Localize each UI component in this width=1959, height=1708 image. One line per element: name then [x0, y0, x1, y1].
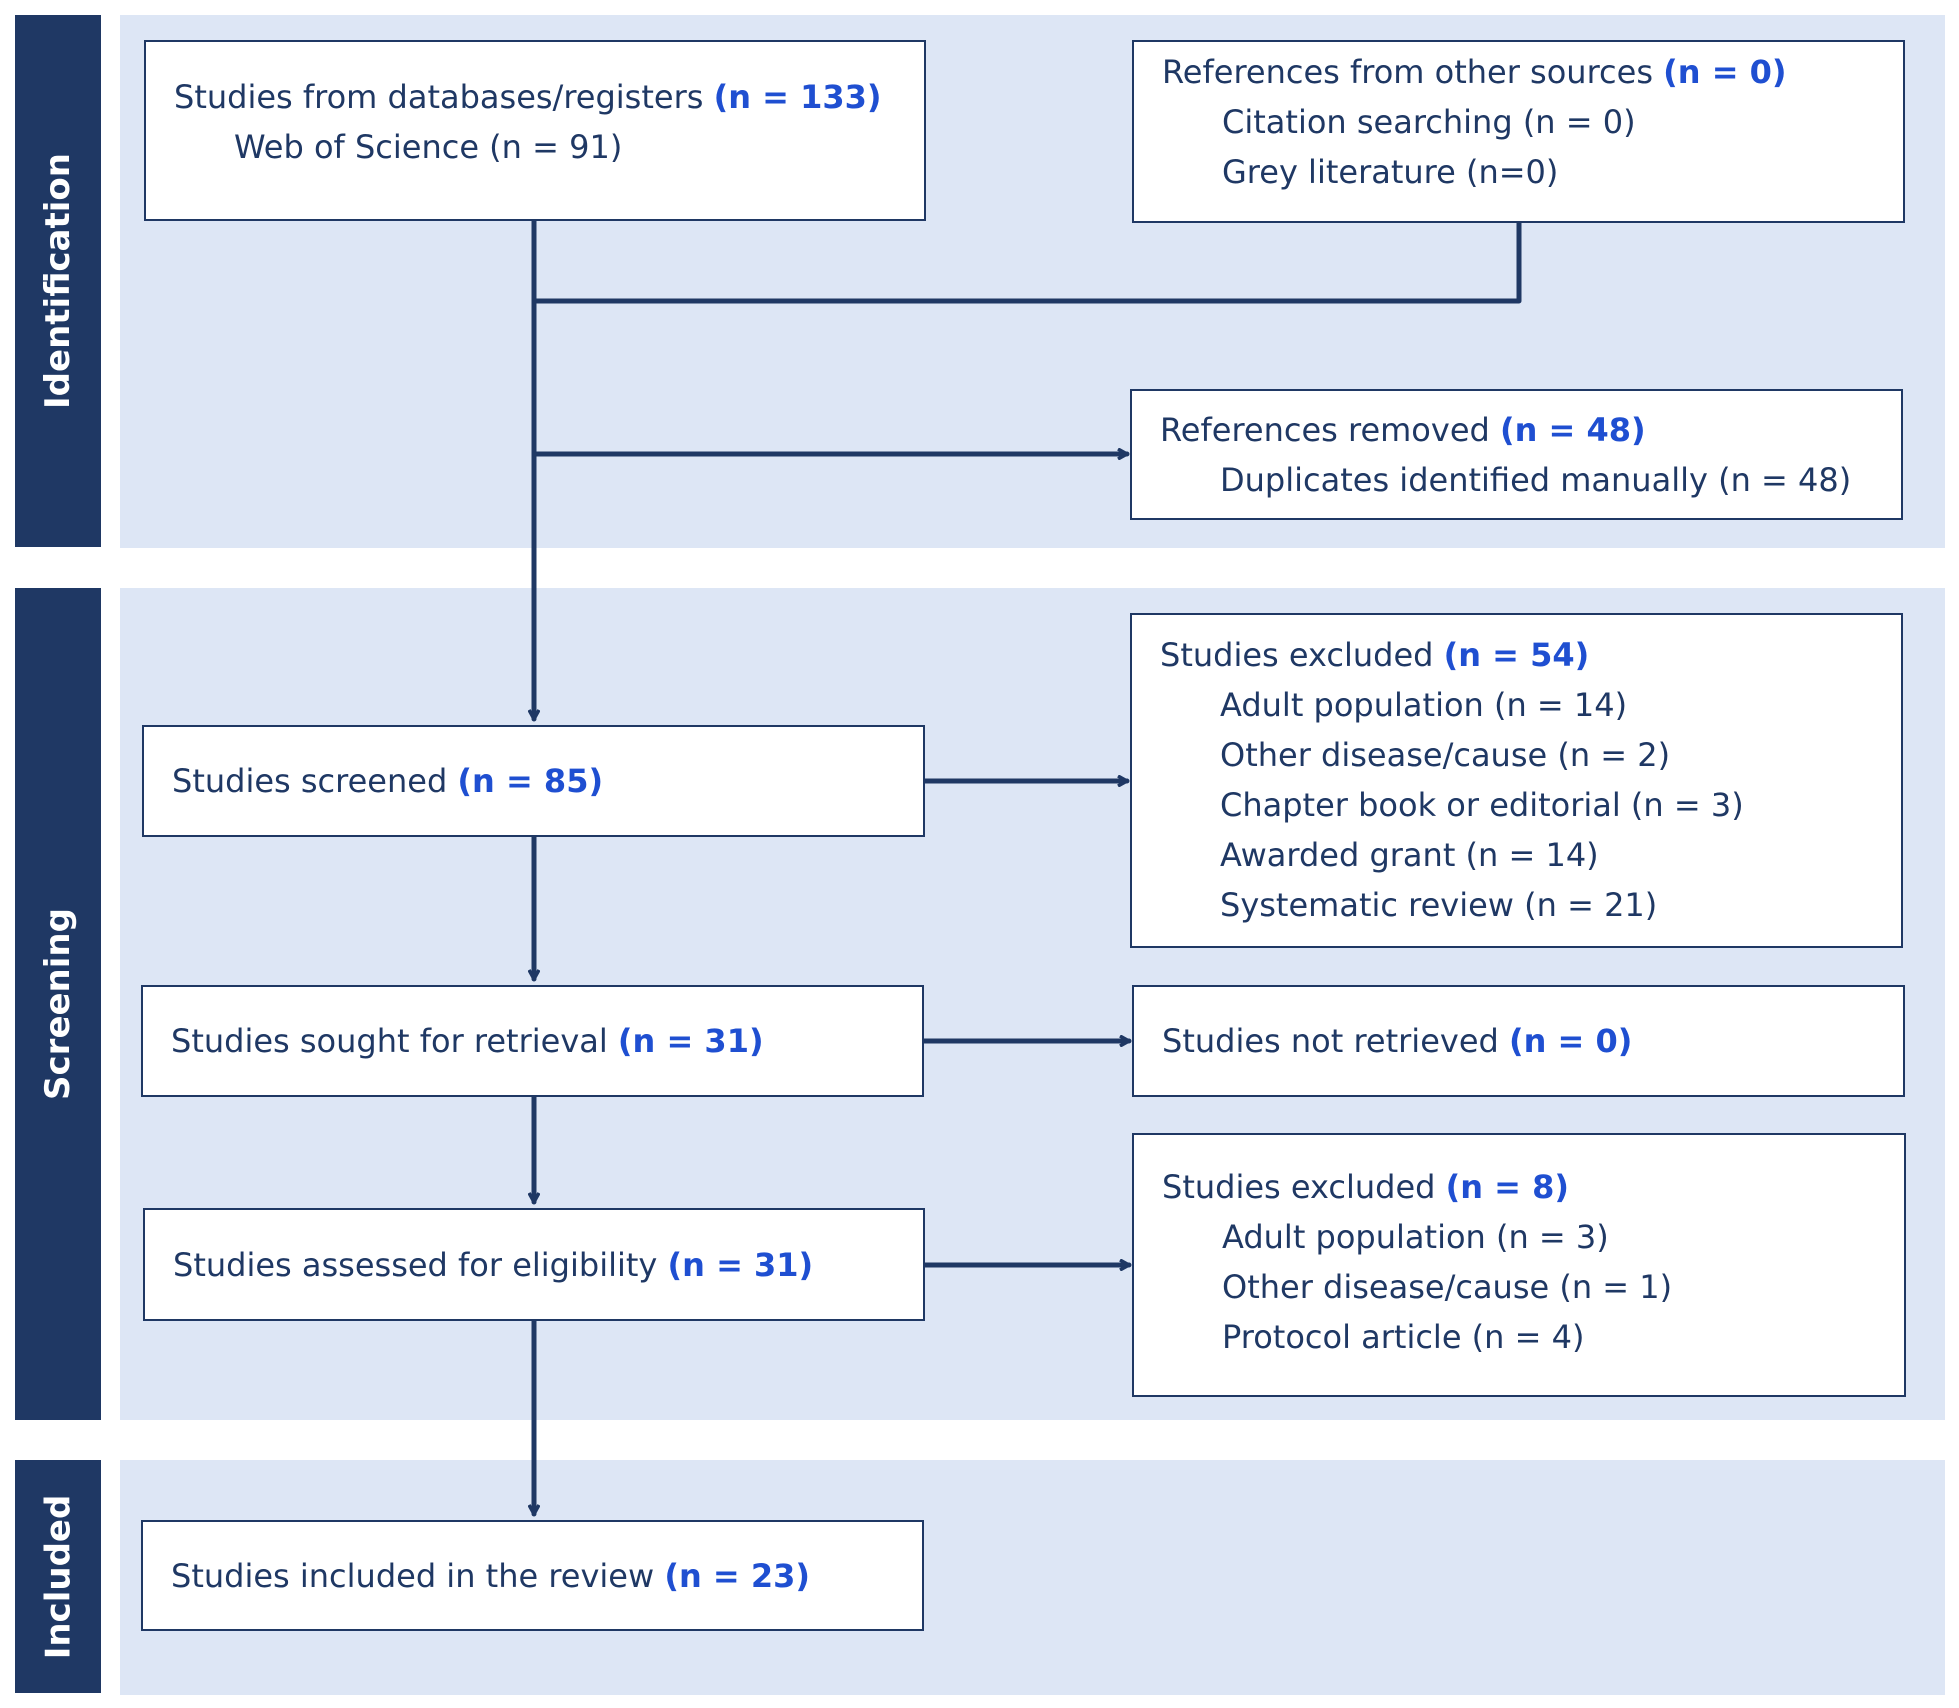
- assessed-heading: Studies assessed for eligibility (n = 31…: [173, 1240, 813, 1290]
- removed-heading: References removed (n = 48): [1160, 405, 1901, 455]
- box-sought-for-retrieval: Studies sought for retrieval (n = 31): [141, 985, 924, 1097]
- databases-count: (n = 133): [713, 78, 882, 116]
- excluded-screening-item-adult: Adult population (n = 14): [1220, 686, 1628, 724]
- not-retrieved-title: Studies not retrieved: [1162, 1022, 1499, 1060]
- included-title: Studies included in the review: [171, 1556, 655, 1595]
- included-heading: Studies included in the review (n = 23): [171, 1551, 810, 1601]
- box-references-removed: References removed (n = 48) Duplicates i…: [1130, 389, 1903, 520]
- box-databases: Studies from databases/registers (n = 13…: [144, 40, 926, 221]
- box-screened: Studies screened (n = 85): [142, 725, 925, 837]
- excluded-screening-item-other-disease: Other disease/cause (n = 2): [1220, 736, 1671, 774]
- box-included: Studies included in the review (n = 23): [141, 1520, 924, 1631]
- phase-included: Included: [15, 1460, 101, 1693]
- excluded-screening-title: Studies excluded: [1160, 636, 1434, 674]
- sought-title: Studies sought for retrieval: [171, 1022, 608, 1060]
- sought-heading: Studies sought for retrieval (n = 31): [171, 1016, 764, 1066]
- excluded-screening-count: (n = 54): [1443, 636, 1590, 674]
- removed-item-duplicates: Duplicates identified manually (n = 48): [1220, 461, 1852, 499]
- excluded-eligibility-item-protocol: Protocol article (n = 4): [1222, 1318, 1585, 1356]
- excluded-screening-heading: Studies excluded (n = 54): [1160, 630, 1901, 680]
- other-sources-count: (n = 0): [1663, 53, 1787, 91]
- not-retrieved-count: (n = 0): [1508, 1022, 1633, 1060]
- databases-heading: Studies from databases/registers (n = 13…: [174, 72, 924, 122]
- databases-item: Web of Science (n = 91): [234, 128, 623, 166]
- other-sources-item-grey: Grey literature (n=0): [1222, 153, 1559, 191]
- merge-connector: [531, 219, 1522, 304]
- box-excluded-eligibility: Studies excluded (n = 8) Adult populatio…: [1132, 1133, 1906, 1397]
- other-sources-title: References from other sources: [1162, 53, 1653, 91]
- excluded-eligibility-item-adult: Adult population (n = 3): [1222, 1218, 1609, 1256]
- not-retrieved-heading: Studies not retrieved (n = 0): [1162, 1016, 1632, 1066]
- box-excluded-screening: Studies excluded (n = 54) Adult populati…: [1130, 613, 1903, 948]
- excluded-eligibility-count: (n = 8): [1445, 1168, 1570, 1206]
- assessed-title: Studies assessed for eligibility: [173, 1245, 658, 1284]
- phase-screening: Screening: [15, 588, 101, 1420]
- removed-count: (n = 48): [1499, 411, 1646, 449]
- excluded-eligibility-title: Studies excluded: [1162, 1168, 1436, 1206]
- excluded-eligibility-heading: Studies excluded (n = 8): [1162, 1162, 1904, 1212]
- included-count: (n = 23): [664, 1556, 810, 1595]
- other-sources-item-citation: Citation searching (n = 0): [1222, 103, 1636, 141]
- excluded-screening-item-chapter: Chapter book or editorial (n = 3): [1220, 786, 1744, 824]
- excluded-eligibility-item-other-disease: Other disease/cause (n = 1): [1222, 1268, 1673, 1306]
- excluded-screening-item-systematic: Systematic review (n = 21): [1220, 886, 1658, 924]
- box-assessed-eligibility: Studies assessed for eligibility (n = 31…: [143, 1208, 925, 1321]
- excluded-screening-item-grant: Awarded grant (n = 14): [1220, 836, 1599, 874]
- box-other-sources: References from other sources (n = 0) Ci…: [1132, 40, 1905, 223]
- phase-identification: Identification: [15, 15, 101, 547]
- removed-title: References removed: [1160, 411, 1490, 449]
- screened-title: Studies screened: [172, 762, 448, 800]
- sought-count: (n = 31): [617, 1022, 764, 1060]
- box-not-retrieved: Studies not retrieved (n = 0): [1132, 985, 1905, 1097]
- screened-heading: Studies screened (n = 85): [172, 756, 603, 806]
- screened-count: (n = 85): [457, 762, 604, 800]
- databases-title: Studies from databases/registers: [174, 78, 704, 116]
- assessed-count: (n = 31): [667, 1245, 814, 1284]
- other-sources-heading: References from other sources (n = 0): [1162, 47, 1903, 97]
